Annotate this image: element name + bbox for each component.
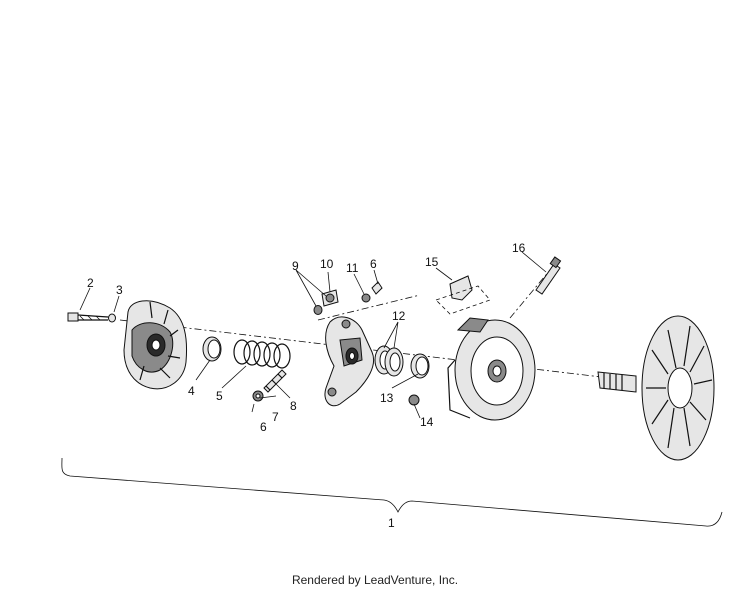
- part-2-bolt: [67, 312, 109, 322]
- upper-axis-line: [317, 294, 421, 321]
- part-7-nut: [252, 390, 264, 402]
- leader-lines: [79, 251, 547, 419]
- part-3-washer: [108, 313, 116, 323]
- callout-8: 8: [290, 399, 297, 413]
- part-10-roller: [321, 289, 339, 307]
- part-14-nut: [408, 394, 420, 406]
- callout-6-top: 6: [370, 257, 377, 271]
- part-9-bushing: [313, 305, 323, 315]
- assembly-brace: [61, 457, 723, 527]
- callout-11: 11: [346, 261, 359, 275]
- part-8-pin: [263, 369, 287, 393]
- part-13-ring: [410, 353, 430, 379]
- part-12-bushings: [374, 345, 404, 377]
- part-6-bolt-top: [371, 281, 383, 295]
- part-16-bolt: [535, 256, 562, 295]
- callout-5: 5: [216, 389, 223, 403]
- callout-10: 10: [320, 257, 334, 271]
- callout-3: 3: [116, 283, 123, 297]
- fixed-sheave-fan: [597, 315, 715, 461]
- callout-7: 7: [272, 410, 279, 424]
- callout-6-bottom: 6: [260, 420, 267, 434]
- callout-13: 13: [380, 391, 394, 405]
- footer-credit: Rendered by LeadVenture, Inc.: [291, 573, 459, 587]
- callout-16: 16: [512, 241, 526, 255]
- callout-9: 9: [292, 259, 299, 273]
- part-5-spring: [233, 339, 291, 369]
- callout-12: 12: [392, 309, 406, 323]
- callout-15: 15: [425, 255, 439, 269]
- callout-1: 1: [388, 516, 395, 530]
- spider-arm-assembly: [324, 316, 374, 407]
- callout-2: 2: [87, 276, 94, 290]
- callout-4: 4: [188, 384, 195, 398]
- part-11-nut: [361, 293, 371, 303]
- part-4-ring: [202, 336, 222, 362]
- cover-plate: [123, 300, 188, 390]
- part-15-bracket: [435, 275, 491, 315]
- fan-axis-line: [509, 269, 551, 319]
- moveable-sheave: [447, 317, 536, 421]
- callout-14: 14: [420, 415, 434, 429]
